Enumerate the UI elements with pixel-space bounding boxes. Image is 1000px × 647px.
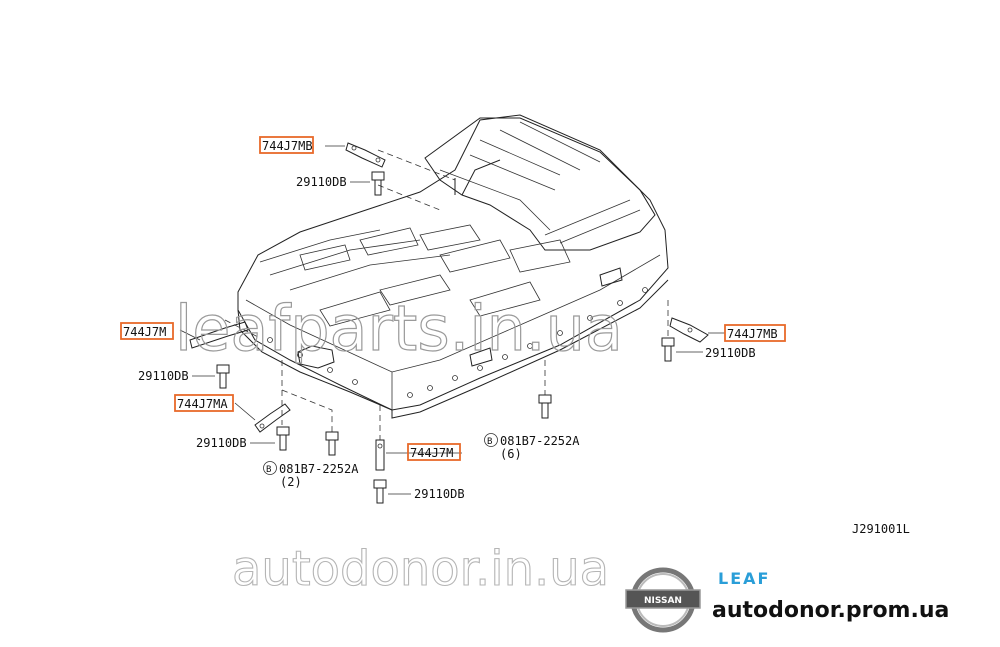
watermark-top: leafparts.in.ua (175, 292, 623, 365)
part-number-screw: 081B7-2252A (279, 462, 359, 476)
part-number: 744J7M (123, 325, 166, 339)
battery-pack-drawing (237, 114, 669, 419)
bolt-icon (373, 479, 387, 504)
part-number: 744J7MB (727, 327, 778, 341)
part-number-bolt: 29110DB (296, 175, 347, 189)
part-number-bolt: 29110DB (138, 369, 189, 383)
site-name: autodonor.prom.ua (712, 598, 949, 623)
diagram-code: J291001L (852, 522, 910, 536)
bracket-744j7mb-top-shape (345, 142, 386, 168)
part-label-744j7mb-top: 744J7MB (259, 136, 314, 154)
part-label-744j7m-left: 744J7M (120, 322, 174, 340)
screw-callout-right: B 081B7-2252A (6) (484, 433, 580, 461)
bolt-icon (276, 426, 290, 451)
watermark-bottom: autodonor.in.ua (232, 541, 609, 597)
part-number-bolt: 29110DB (414, 487, 465, 501)
screw-quantity: (2) (280, 475, 302, 489)
screw-mark: B (266, 465, 271, 475)
bracket-744j7m-left-shape (189, 321, 249, 349)
part-number: 744J7MB (262, 139, 313, 153)
part-label-744j7mb-right: 744J7MB (724, 324, 786, 342)
flange-holes (267, 287, 648, 398)
part-number: 744J7M (410, 446, 453, 460)
part-number-screw: 081B7-2252A (500, 434, 580, 448)
bolt-icon (371, 171, 385, 196)
part-number: 744J7MA (177, 397, 228, 411)
leader-lines (224, 149, 669, 440)
part-label-744j7m-center: 744J7M (407, 443, 461, 461)
bracket-744j7mb-right-shape (669, 317, 709, 343)
part-label-744j7ma: 744J7MA (174, 394, 234, 412)
bolt-icon (661, 337, 675, 362)
nissan-logo: NISSAN (625, 567, 701, 633)
leaf-wordmark: LEAF (718, 569, 770, 588)
screw-quantity: (6) (500, 447, 522, 461)
part-number-bolt: 29110DB (705, 346, 756, 360)
bolt-icon (325, 431, 339, 456)
bolt-icon (216, 364, 230, 389)
part-number-bolt: 29110DB (196, 436, 247, 450)
bolt-icon (538, 394, 552, 419)
nissan-wordmark: NISSAN (644, 596, 682, 606)
screw-callout-left: B 081B7-2252A (2) (263, 461, 359, 489)
bracket-744j7ma-shape (254, 403, 291, 433)
label-leaders (179, 145, 725, 495)
bracket-744j7m-center-shape (375, 439, 385, 471)
screw-mark: B (487, 437, 492, 447)
